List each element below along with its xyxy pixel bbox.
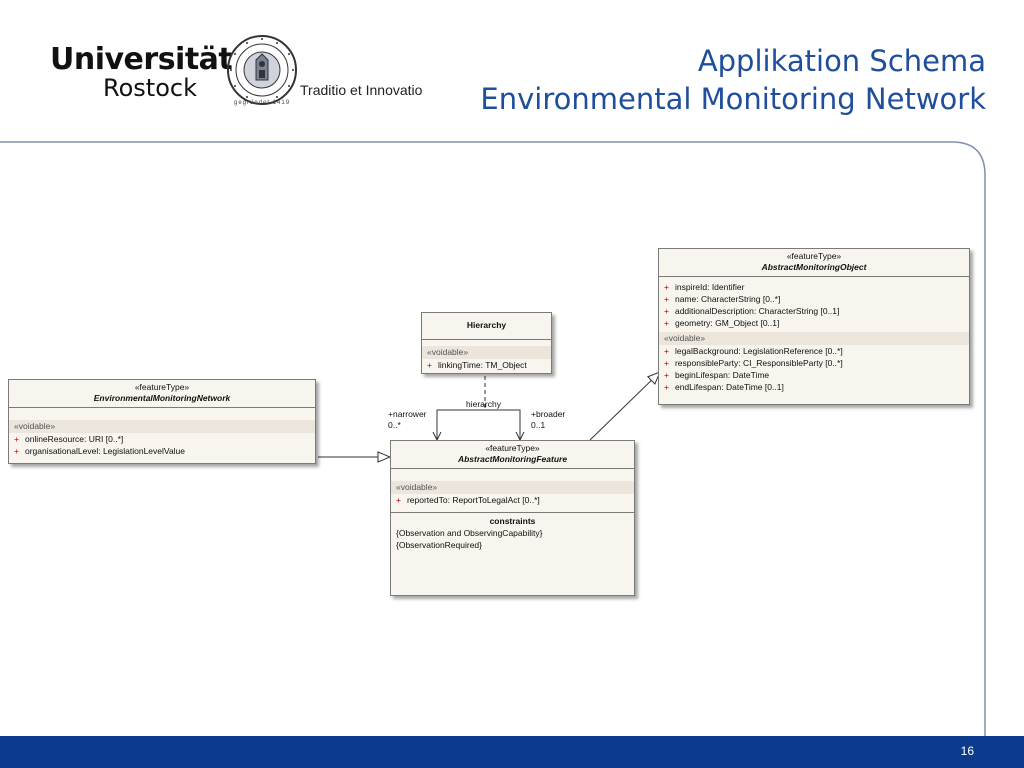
seal-founding-text: gegründet 1419 [234, 100, 291, 106]
broader-role: +broader [531, 409, 566, 419]
class-divider [391, 512, 634, 513]
class-attribute: +linkingTime: TM_Object [427, 360, 527, 370]
class-attribute: +beginLifespan: DateTime [664, 370, 770, 380]
class-stereotype: «featureType» [134, 382, 190, 392]
class-header: «featureType» AbstractMonitoringFeature [391, 441, 634, 469]
class-abstract-monitoring-feature: «featureType» AbstractMonitoringFeature … [390, 440, 635, 596]
public-marker: + [14, 446, 19, 456]
public-marker: + [396, 495, 401, 505]
class-header: «featureType» EnvironmentalMonitoringNet… [9, 380, 315, 408]
page-number: 16 [960, 744, 974, 758]
constraints-title: constraints [489, 516, 536, 526]
university-seal-icon [227, 35, 297, 105]
voidable-section-label: «voidable» [391, 481, 634, 494]
narrower-role: +narrower [388, 409, 427, 419]
class-attribute: +legalBackground: LegislationReference [… [664, 346, 843, 356]
public-marker: + [664, 370, 669, 380]
voidable-section-label: «voidable» [659, 332, 969, 345]
public-marker: + [664, 382, 669, 392]
class-name: AbstractMonitoringObject [761, 262, 867, 272]
constraint: {ObservationRequired} [396, 540, 483, 550]
class-environmental-monitoring-network: «featureType» EnvironmentalMonitoringNet… [8, 379, 316, 464]
constraint: {Observation and ObservingCapability} [396, 528, 543, 538]
class-stereotype: «featureType» [786, 251, 842, 261]
association-name: hierarchy [466, 399, 501, 409]
class-attribute: +inspireId: Identifier [664, 282, 745, 292]
public-marker: + [664, 358, 669, 368]
class-attribute: +responsibleParty: CI_ResponsibleParty [… [664, 358, 843, 368]
voidable-section-label: «voidable» [9, 420, 315, 433]
class-name: EnvironmentalMonitoringNetwork [93, 393, 231, 403]
self-association-hierarchy [436, 409, 521, 440]
class-attribute: +organisationalLevel: LegislationLevelVa… [14, 446, 186, 456]
class-stereotype: «featureType» [485, 443, 540, 453]
class-header: Hierarchy [422, 313, 551, 340]
class-attribute: +name: CharacterString [0..*] [664, 294, 781, 304]
university-motto: Traditio et Innovatio [300, 82, 423, 98]
public-marker: + [664, 294, 669, 304]
slide-title-line-1: Applikation Schema [697, 44, 986, 78]
class-attribute: +onlineResource: URI [0..*] [14, 434, 124, 444]
footer-bar [0, 736, 1024, 768]
class-name: AbstractMonitoringFeature [457, 454, 568, 464]
university-name: Universität [50, 42, 233, 77]
slide-title: Applikation Schema Environmental Monitor… [480, 42, 986, 118]
class-header: «featureType» AbstractMonitoringObject [659, 249, 969, 277]
class-attribute: +reportedTo: ReportToLegalAct [0..*] [396, 495, 540, 505]
university-city: Rostock [103, 74, 197, 102]
public-marker: + [427, 360, 432, 370]
generalization-feature-to-object [589, 372, 660, 441]
public-marker: + [664, 306, 669, 316]
class-attribute: +geometry: GM_Object [0..1] [664, 318, 780, 328]
broader-multiplicity: 0..1 [531, 420, 546, 430]
class-name: Hierarchy [466, 320, 507, 330]
class-attribute: +endLifespan: DateTime [0..1] [664, 382, 784, 392]
class-attribute: +additionalDescription: CharacterString … [664, 306, 840, 316]
class-abstract-monitoring-object: «featureType» AbstractMonitoringObject +… [658, 248, 970, 405]
public-marker: + [664, 346, 669, 356]
voidable-section-label: «voidable» [422, 346, 551, 359]
narrower-multiplicity: 0..* [388, 420, 401, 430]
public-marker: + [664, 282, 669, 292]
slide-title-line-2: Environmental Monitoring Network [480, 82, 986, 116]
public-marker: + [664, 318, 669, 328]
public-marker: + [14, 434, 19, 444]
class-hierarchy: Hierarchy «voidable» +linkingTime: TM_Ob… [421, 312, 552, 374]
